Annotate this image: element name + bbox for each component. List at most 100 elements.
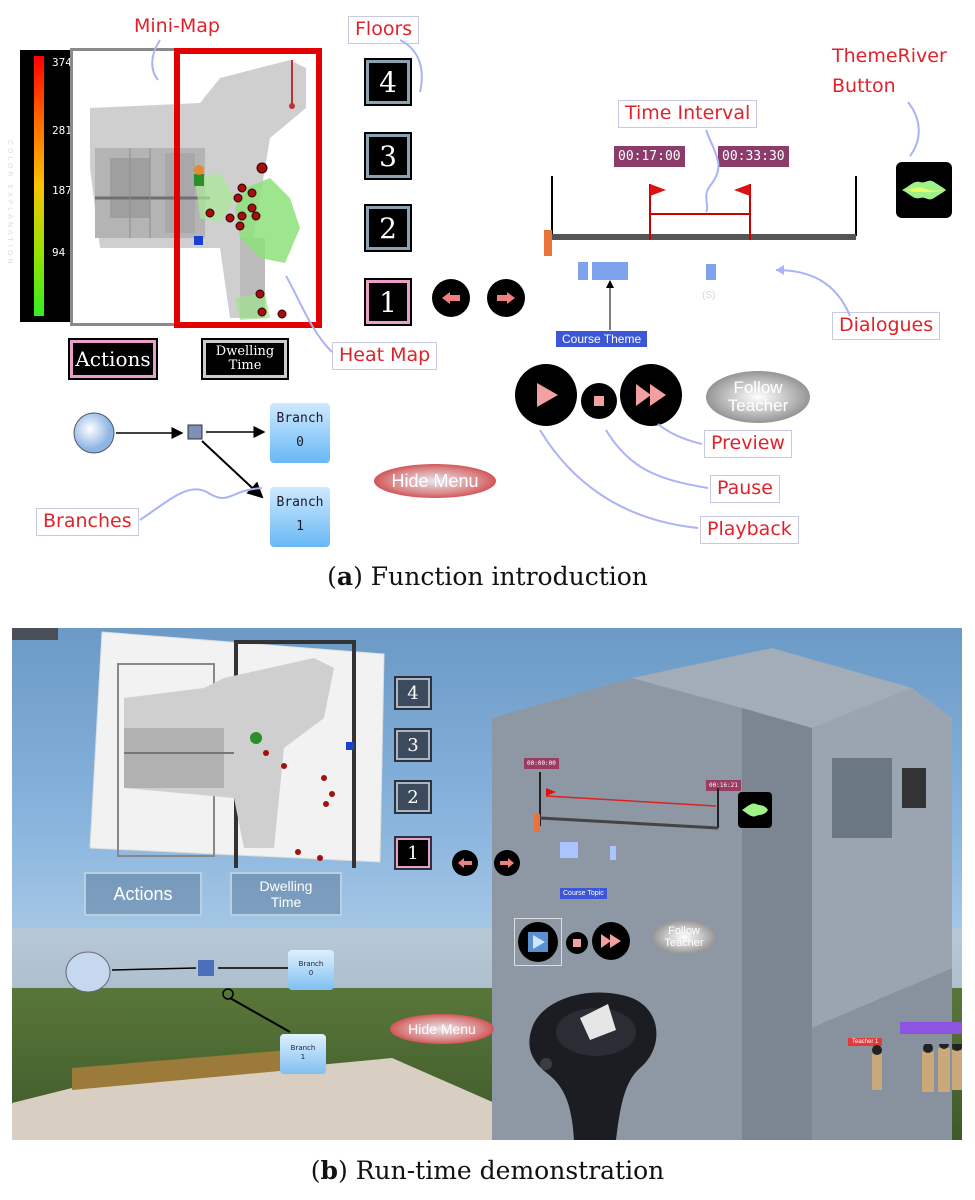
runtime-branch-0-label: Branch — [298, 960, 324, 968]
runtime-pause-button[interactable] — [566, 932, 588, 954]
follow-teacher-button[interactable]: Follow Teacher — [706, 371, 810, 423]
runtime-floor-2-button[interactable]: 2 — [394, 780, 432, 814]
dialogue-mark: (S) — [702, 290, 716, 301]
runtime-floor-4-button[interactable]: 4 — [394, 676, 432, 710]
dwelling-label-2: Time — [228, 358, 262, 373]
runtime-timeline[interactable] — [532, 768, 732, 838]
platform — [12, 1048, 552, 1140]
callout-preview: Preview — [704, 430, 792, 458]
theme-mark-2[interactable] — [592, 262, 628, 280]
dwelling-label-1: Dwelling — [215, 344, 275, 359]
runtime-dwelling-label-1: Dwelling — [259, 878, 313, 894]
runtime-branch-1-label: Branch — [290, 1044, 316, 1052]
runtime-themeriver-button[interactable] — [738, 792, 772, 828]
callout-floors: Floors — [348, 16, 420, 44]
runtime-theme-mark-1[interactable] — [560, 842, 578, 858]
floor-1-button[interactable]: 1 — [364, 278, 412, 326]
runtime-hide-menu-button[interactable]: Hide Menu — [390, 1014, 494, 1044]
student-tags — [900, 1022, 962, 1034]
runtime-floor-1-button[interactable]: 1 — [394, 836, 432, 870]
caption-b-text: Run-time demonstration — [355, 1156, 665, 1185]
floor-4-button[interactable]: 4 — [364, 58, 412, 106]
floor-2-button[interactable]: 2 — [364, 204, 412, 252]
arrow-right-icon — [500, 858, 514, 868]
runtime-branch-0-button[interactable]: Branch 0 — [288, 950, 334, 990]
hud-corner — [12, 628, 58, 640]
runtime-mini-map[interactable] — [84, 628, 394, 868]
previous-button[interactable] — [432, 279, 470, 317]
theme-mark-1[interactable] — [578, 262, 588, 280]
caption-a-text: Function introduction — [370, 562, 648, 591]
time-interval-pointer — [705, 129, 720, 213]
branch-0-index: 0 — [296, 435, 304, 450]
fast-forward-icon — [601, 934, 621, 948]
floor-3-button[interactable]: 3 — [364, 132, 412, 180]
runtime-branch-1-button[interactable]: Branch 1 — [280, 1034, 326, 1074]
runtime-start-time: 00:00:00 — [524, 758, 559, 769]
stop-icon — [594, 396, 604, 406]
arrow-left-icon — [442, 292, 460, 304]
preview-button[interactable] — [620, 364, 682, 426]
stop-icon — [573, 939, 581, 947]
actions-button[interactable]: Actions — [68, 338, 158, 380]
branch-0-button[interactable]: Branch 0 — [270, 403, 330, 463]
runtime-selection-box — [514, 918, 562, 966]
themeriver-icon — [902, 180, 946, 200]
color-tick-4: 94 — [52, 246, 66, 259]
runtime-scene: 4 3 2 1 Actions Dwelling Time Branch 0 B… — [12, 628, 962, 1140]
themeriver-button[interactable] — [896, 162, 952, 218]
callout-pause: Pause — [710, 475, 780, 503]
hide-menu-button[interactable]: Hide Menu — [374, 464, 496, 498]
themeriver-pointer — [907, 101, 920, 157]
runtime-branch-1-index: 1 — [300, 1053, 306, 1061]
runtime-theme-mark-2[interactable] — [610, 846, 616, 860]
runtime-follow-label-1: Follow — [668, 925, 700, 937]
color-legend — [20, 50, 72, 322]
caption-b-tag: b — [320, 1156, 338, 1185]
pause-button[interactable] — [581, 383, 617, 419]
color-tick-1: 374 — [52, 56, 72, 69]
runtime-follow-teacher-button[interactable]: Follow Teacher — [652, 920, 716, 954]
heat-map[interactable] — [174, 48, 322, 328]
branch-0-label: Branch — [276, 411, 324, 426]
fast-forward-icon — [636, 384, 666, 406]
caption-a-tag: a — [336, 562, 354, 591]
runtime-floor-3-button[interactable]: 3 — [394, 728, 432, 762]
callout-branches: Branches — [36, 508, 139, 536]
avatars — [872, 1044, 962, 1092]
themeriver-icon — [742, 803, 768, 817]
course-theme-pointer — [606, 280, 614, 330]
runtime-actions-button[interactable]: Actions — [84, 872, 202, 916]
branch-graph — [73, 412, 266, 499]
branch-1-label: Branch — [276, 495, 324, 510]
themeriver-line-2: Button — [832, 75, 896, 97]
arrow-right-icon — [497, 292, 515, 304]
runtime-course-topic-label: Course Topic — [560, 888, 607, 899]
dwelling-time-button[interactable]: Dwelling Time — [201, 338, 289, 380]
timeline-track[interactable] — [540, 170, 870, 260]
annotation-arrows — [139, 39, 709, 529]
playback-button[interactable] — [515, 364, 577, 426]
branch-1-index: 1 — [296, 519, 304, 534]
color-gradient — [34, 56, 44, 316]
arrow-left-icon — [458, 858, 472, 868]
branch-1-button[interactable]: Branch 1 — [270, 487, 330, 547]
callout-time-interval: Time Interval — [618, 100, 758, 128]
follow-label-1: Follow — [733, 378, 783, 397]
theme-mark-3[interactable] — [706, 264, 716, 280]
runtime-end-time: 00:16:21 — [706, 780, 741, 791]
runtime-preview-button[interactable] — [592, 922, 630, 960]
runtime-playback-button[interactable] — [518, 922, 558, 962]
next-button[interactable] — [487, 279, 525, 317]
runtime-branch-0-index: 0 — [308, 969, 314, 977]
runtime-dwelling-time-button[interactable]: Dwelling Time — [230, 872, 342, 916]
themeriver-line-1: ThemeRiver — [832, 45, 947, 67]
runtime-next-button[interactable] — [494, 850, 520, 876]
play-icon — [537, 383, 558, 407]
interval-start-time: 00:17:00 — [614, 146, 685, 167]
caption-a: (a) Function introduction — [327, 562, 648, 591]
runtime-previous-button[interactable] — [452, 850, 478, 876]
vr-controller-icon — [529, 992, 657, 1140]
mini-map-floorplan — [90, 60, 306, 320]
color-tick-3: 187 — [52, 184, 72, 197]
